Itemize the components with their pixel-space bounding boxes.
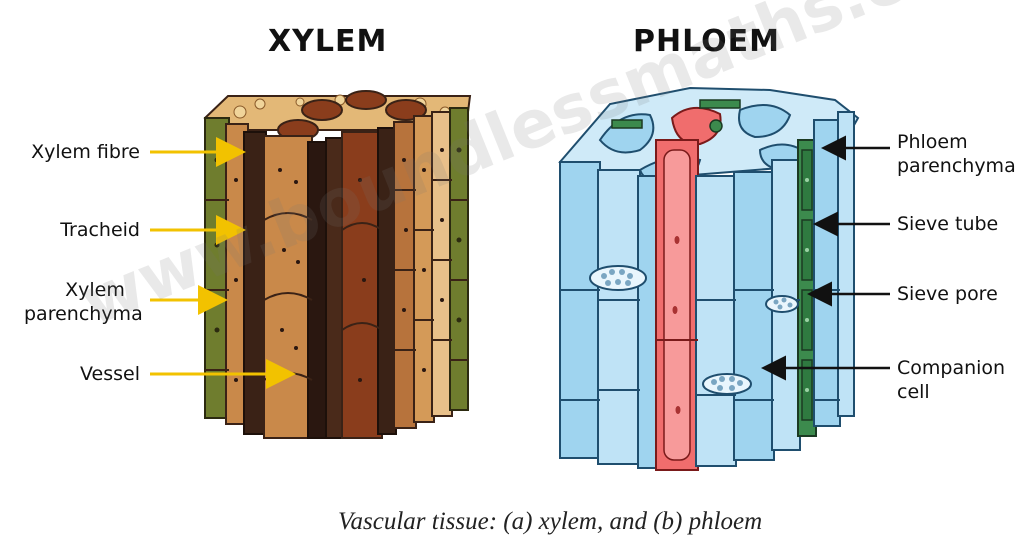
label-phloem-parenchyma-line1: Phloem <box>897 131 968 153</box>
phloem-title: PHLOEM <box>633 24 780 59</box>
label-companion-cell-line1: Companion <box>897 357 1006 379</box>
xylem-arrows <box>150 137 296 389</box>
phloem-arrows <box>761 135 890 381</box>
figure-caption: Vascular tissue: (a) xylem, and (b) phlo… <box>338 508 763 535</box>
label-xylem-fibre: Xylem fibre <box>31 141 140 163</box>
label-phloem-parenchyma: Phloem parenchyma <box>897 130 1016 178</box>
label-xylem-parenchyma: Xylem parenchyma <box>24 278 143 326</box>
sieve-plate-left <box>589 265 647 291</box>
label-tracheid: Tracheid <box>60 219 140 241</box>
sieve-plate-middle <box>765 295 799 313</box>
label-companion-cell-line2: cell <box>897 381 930 403</box>
label-companion-cell: Companion cell <box>897 356 1005 404</box>
xylem-illustration <box>203 90 472 439</box>
sieve-plate-bottom <box>702 373 752 395</box>
phloem-illustration <box>558 86 860 471</box>
label-vessel: Vessel <box>80 363 140 385</box>
label-phloem-parenchyma-line2: parenchyma <box>897 155 1016 177</box>
label-sieve-tube: Sieve tube <box>897 213 999 235</box>
label-xylem-parenchyma-line1: Xylem <box>65 279 125 301</box>
label-xylem-parenchyma-line2: parenchyma <box>24 303 143 325</box>
xylem-title: XYLEM <box>268 24 388 59</box>
label-sieve-pore: Sieve pore <box>897 283 998 305</box>
